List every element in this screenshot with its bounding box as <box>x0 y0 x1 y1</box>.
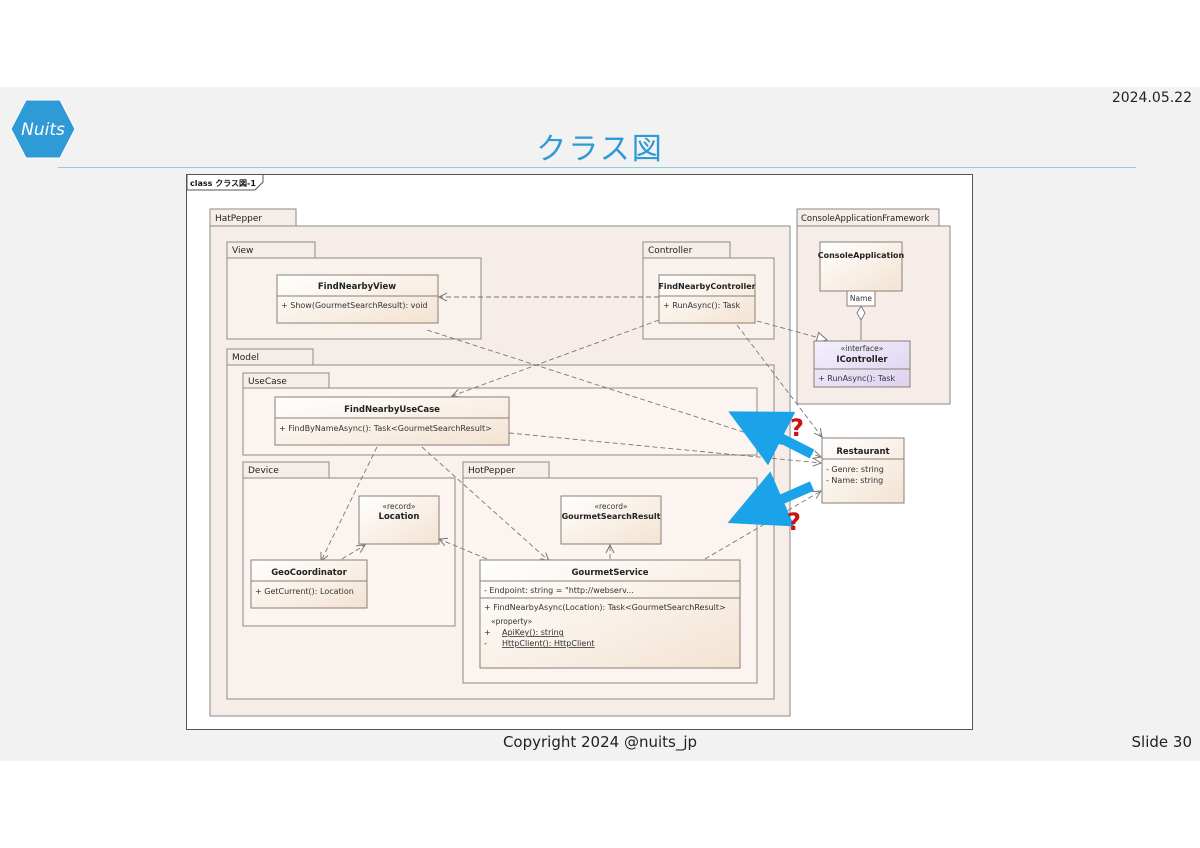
dep-controller-usecase <box>452 319 660 396</box>
package-label-model: Model <box>232 353 259 363</box>
package-label-view: View <box>232 246 253 256</box>
class-operation: + Show(GourmetSearchResult): void <box>281 301 428 310</box>
class-name: GeoCoordinator <box>271 568 347 578</box>
class-attribute: - Genre: string <box>826 465 884 474</box>
class-operation: + GetCurrent(): Location <box>255 587 354 596</box>
nuits-logo: Nuits <box>10 99 76 159</box>
class-diagram-svg: class クラス図-1 HatPepper View Controller M… <box>186 175 951 717</box>
slide-number: Slide 30 <box>1131 733 1192 751</box>
class-find-nearby-view: FindNearbyView + Show(GourmetSearchResul… <box>276 274 439 324</box>
class-name: FindNearbyController <box>658 282 755 291</box>
property-visibility: - <box>484 639 487 648</box>
interface-icontroller: «interface» IController + RunAsync(): Ta… <box>813 340 911 388</box>
class-operation: + FindByNameAsync(): Task<GourmetSearchR… <box>279 424 492 433</box>
class-stereotype: «record» <box>594 502 628 511</box>
qualifier-box <box>846 290 876 307</box>
property-visibility: + <box>484 628 491 637</box>
class-name: FindNearbyView <box>318 282 396 292</box>
realize-controller-icontroller <box>756 320 827 340</box>
class-attribute: - Endpoint: string = "http://webserv... <box>484 586 634 595</box>
class-gourmet-service: GourmetService - Endpoint: string = "htt… <box>479 559 741 669</box>
property-httpclient: HttpClient(): HttpClient <box>502 639 595 648</box>
logo-text: Nuits <box>21 120 65 140</box>
frame-label: class クラス図-1 <box>190 178 256 188</box>
class-console-application: ConsoleApplication Name <box>818 241 905 307</box>
question-mark-2: ? <box>787 508 801 536</box>
class-geo-coordinator: GeoCoordinator + GetCurrent(): Location <box>250 559 368 609</box>
frame-label-tab <box>186 175 264 191</box>
package-label-controller: Controller <box>648 246 693 256</box>
interface-operation: + RunAsync(): Task <box>818 374 896 383</box>
dep-geo-location <box>341 545 365 560</box>
property-apikey: ApiKey(): string <box>502 628 564 637</box>
title-divider <box>58 167 1136 168</box>
question-mark-1: ? <box>790 414 804 442</box>
class-find-nearby-usecase: FindNearbyUseCase + FindByNameAsync(): T… <box>274 396 510 446</box>
class-operation: + FindNearbyAsync(Location): Task<Gourme… <box>484 603 726 612</box>
slide-title: クラス図 <box>536 132 664 167</box>
dep-usecase-service <box>421 446 549 561</box>
dep-usecase-geo <box>321 446 378 561</box>
class-name: GourmetService <box>571 568 648 578</box>
dep-service-location <box>439 539 488 560</box>
class-location: «record» Location <box>358 495 440 545</box>
slide-date: 2024.05.22 <box>1111 90 1192 106</box>
property-stereotype: «property» <box>491 617 533 626</box>
class-restaurant: Restaurant - Genre: string - Name: strin… <box>821 437 905 504</box>
class-diagram: class クラス図-1 HatPepper View Controller M… <box>186 174 973 730</box>
footer-copyright: Copyright 2024 @nuits_jp <box>502 733 698 751</box>
package-label-device: Device <box>248 466 279 476</box>
class-name: GourmetSearchResult <box>562 512 661 521</box>
class-stereotype: «record» <box>382 502 416 511</box>
package-label-usecase: UseCase <box>248 377 287 387</box>
interface-stereotype: «interface» <box>841 344 884 353</box>
aggregation-diamond <box>856 305 866 321</box>
class-name: Restaurant <box>836 447 889 457</box>
class-find-nearby-controller: FindNearbyController + RunAsync(): Task <box>658 274 756 324</box>
class-name: ConsoleApplication <box>818 251 905 260</box>
class-operation: + RunAsync(): Task <box>663 301 741 310</box>
class-gourmet-search-result: «record» GourmetSearchResult <box>560 495 662 545</box>
annotation-arrow-1 <box>728 411 815 466</box>
package-label-hotpepper: HotPepper <box>468 466 515 476</box>
qualifier-label: Name <box>850 294 873 303</box>
class-name: FindNearbyUseCase <box>344 405 440 415</box>
dep-usecase-restaurant <box>508 432 821 463</box>
class-name: Location <box>379 512 420 522</box>
package-label-hatpepper: HatPepper <box>215 214 262 224</box>
interface-name: IController <box>836 355 888 365</box>
package-label-framework: ConsoleApplicationFramework <box>801 214 929 224</box>
class-attribute: - Name: string <box>826 476 883 485</box>
annotation-arrow-2 <box>727 471 815 527</box>
